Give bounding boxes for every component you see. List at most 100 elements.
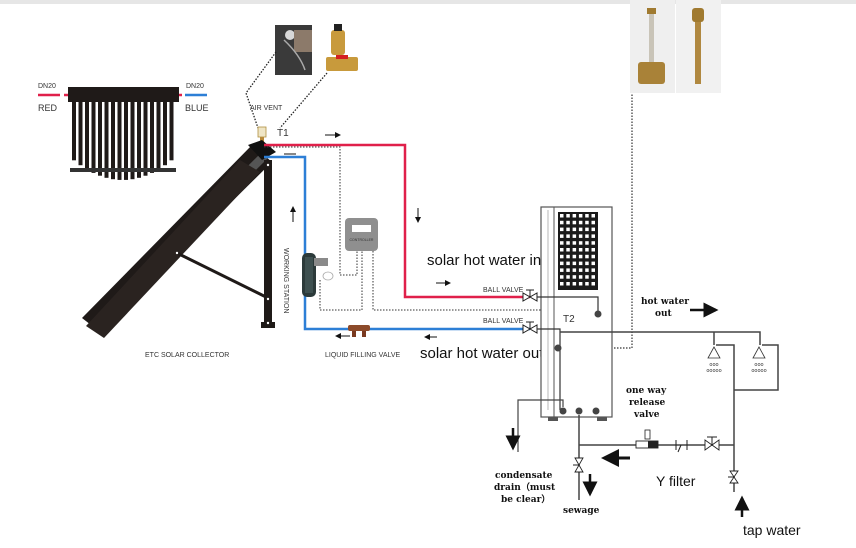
t1-label: T1	[277, 128, 289, 139]
sensor-well-photo-1	[630, 0, 675, 93]
vacuum-tube	[91, 102, 96, 173]
grille-cell	[560, 227, 564, 232]
liquid-filling-valve	[348, 325, 370, 337]
evaporator-grille	[558, 212, 598, 290]
grille-cell	[578, 227, 583, 232]
grille-cell	[585, 268, 589, 272]
etc-solar-collector-label: ETC SOLAR COLLECTOR	[145, 352, 229, 359]
condensate-label-2: drain（must	[494, 482, 556, 493]
grille-cell	[578, 220, 583, 225]
hot-water-out-label-2: out	[655, 309, 673, 319]
hot-pipe-solar-in	[264, 143, 530, 299]
vacuum-tube	[104, 102, 109, 178]
grille-cell	[566, 275, 570, 279]
grille-cell	[572, 275, 577, 279]
grille-cell	[566, 220, 570, 225]
tank-port-upper	[594, 310, 602, 318]
grille-cell	[566, 214, 570, 218]
svg-text:ooooo: ooooo	[751, 368, 766, 374]
hot-water-out-label-1: hot water	[641, 297, 689, 307]
etc-solar-collector	[82, 140, 276, 338]
vacuum-tube	[124, 102, 128, 180]
vacuum-tube	[137, 102, 141, 178]
red-label: RED	[38, 103, 58, 113]
grille-cell	[591, 227, 595, 232]
shower-head-1: ooo ooooo	[706, 346, 722, 374]
grille-cell	[572, 234, 577, 238]
grille-cell	[585, 220, 589, 225]
one-way-label-1: one way	[626, 386, 667, 396]
grille-cell	[585, 227, 589, 232]
vacuum-tubes	[72, 102, 174, 180]
grille-cell	[578, 282, 583, 286]
solar-hot-water-out-label: solar hot water out	[420, 345, 544, 362]
vacuum-tube	[111, 102, 115, 180]
working-station-label: WORKING STATION	[282, 248, 289, 313]
vacuum-tube	[78, 102, 83, 166]
dn20-right-label: DN20	[186, 83, 204, 90]
grille-cell	[572, 220, 577, 225]
grille-cell	[591, 268, 595, 272]
grille-cell	[591, 282, 595, 286]
grille-cell	[566, 254, 570, 259]
grille-cell	[560, 248, 564, 252]
grille-cell	[566, 282, 570, 286]
grille-cell	[591, 214, 595, 218]
grille-cell	[591, 241, 595, 245]
sewage-label: sewage	[563, 506, 600, 516]
grille-cell	[560, 220, 564, 225]
grille-cell	[560, 254, 564, 259]
grille-cell	[572, 248, 577, 252]
heat-pump-water-heater	[537, 206, 613, 421]
grille-cell	[591, 220, 595, 225]
air-vent-photo-2	[326, 24, 358, 71]
vacuum-tube	[130, 102, 135, 180]
blue-label: BLUE	[185, 103, 209, 113]
solar-hot-water-in-label: solar hot water in	[427, 252, 541, 269]
grille-cell	[585, 241, 589, 245]
controller-label: CONTROLLER	[350, 238, 374, 242]
tank-port-right	[592, 407, 600, 415]
air-vent-label: AIR VENT	[250, 105, 283, 112]
leader-line-photo1	[245, 51, 277, 129]
vacuum-tube	[98, 102, 102, 176]
grille-cell	[591, 234, 595, 238]
svg-text:ooooo: ooooo	[706, 368, 721, 374]
tank-port-left	[559, 407, 567, 415]
grille-cell	[560, 275, 564, 279]
grille-cell	[578, 261, 583, 266]
y-filter	[675, 440, 688, 453]
grille-cell	[572, 261, 577, 266]
sensor-well-photo-2	[676, 0, 721, 93]
grille-cell	[578, 248, 583, 252]
t1-sensor-cable	[264, 146, 358, 276]
controller: CONTROLLER	[345, 218, 378, 251]
air-vent-photo-1	[275, 25, 312, 75]
grille-cell	[572, 214, 577, 218]
vacuum-tube	[169, 102, 174, 161]
grille-cell	[560, 261, 564, 266]
drain-valve	[573, 457, 584, 473]
top-border	[0, 0, 856, 4]
svg-text:ooo: ooo	[754, 362, 763, 368]
grille-cell	[560, 268, 564, 272]
grille-cell	[578, 254, 583, 259]
grille-cell	[560, 234, 564, 238]
grille-cell	[566, 234, 570, 238]
grille-cell	[591, 254, 595, 259]
grille-cell	[578, 241, 583, 245]
grille-cell	[566, 268, 570, 272]
leader-line-photo2	[279, 72, 328, 129]
vacuum-tube	[150, 102, 154, 173]
grille-cell	[572, 254, 577, 259]
working-station	[302, 253, 334, 297]
grille-cell	[566, 227, 570, 232]
grille-cell	[572, 227, 577, 232]
expansion-vessel	[322, 271, 334, 281]
grille-cell	[591, 248, 595, 252]
grille-cell	[566, 248, 570, 252]
stop-valve	[704, 436, 720, 451]
one-way-label-2: release	[629, 398, 666, 408]
vacuum-tube	[72, 102, 76, 161]
condensate-pipe	[517, 399, 564, 452]
